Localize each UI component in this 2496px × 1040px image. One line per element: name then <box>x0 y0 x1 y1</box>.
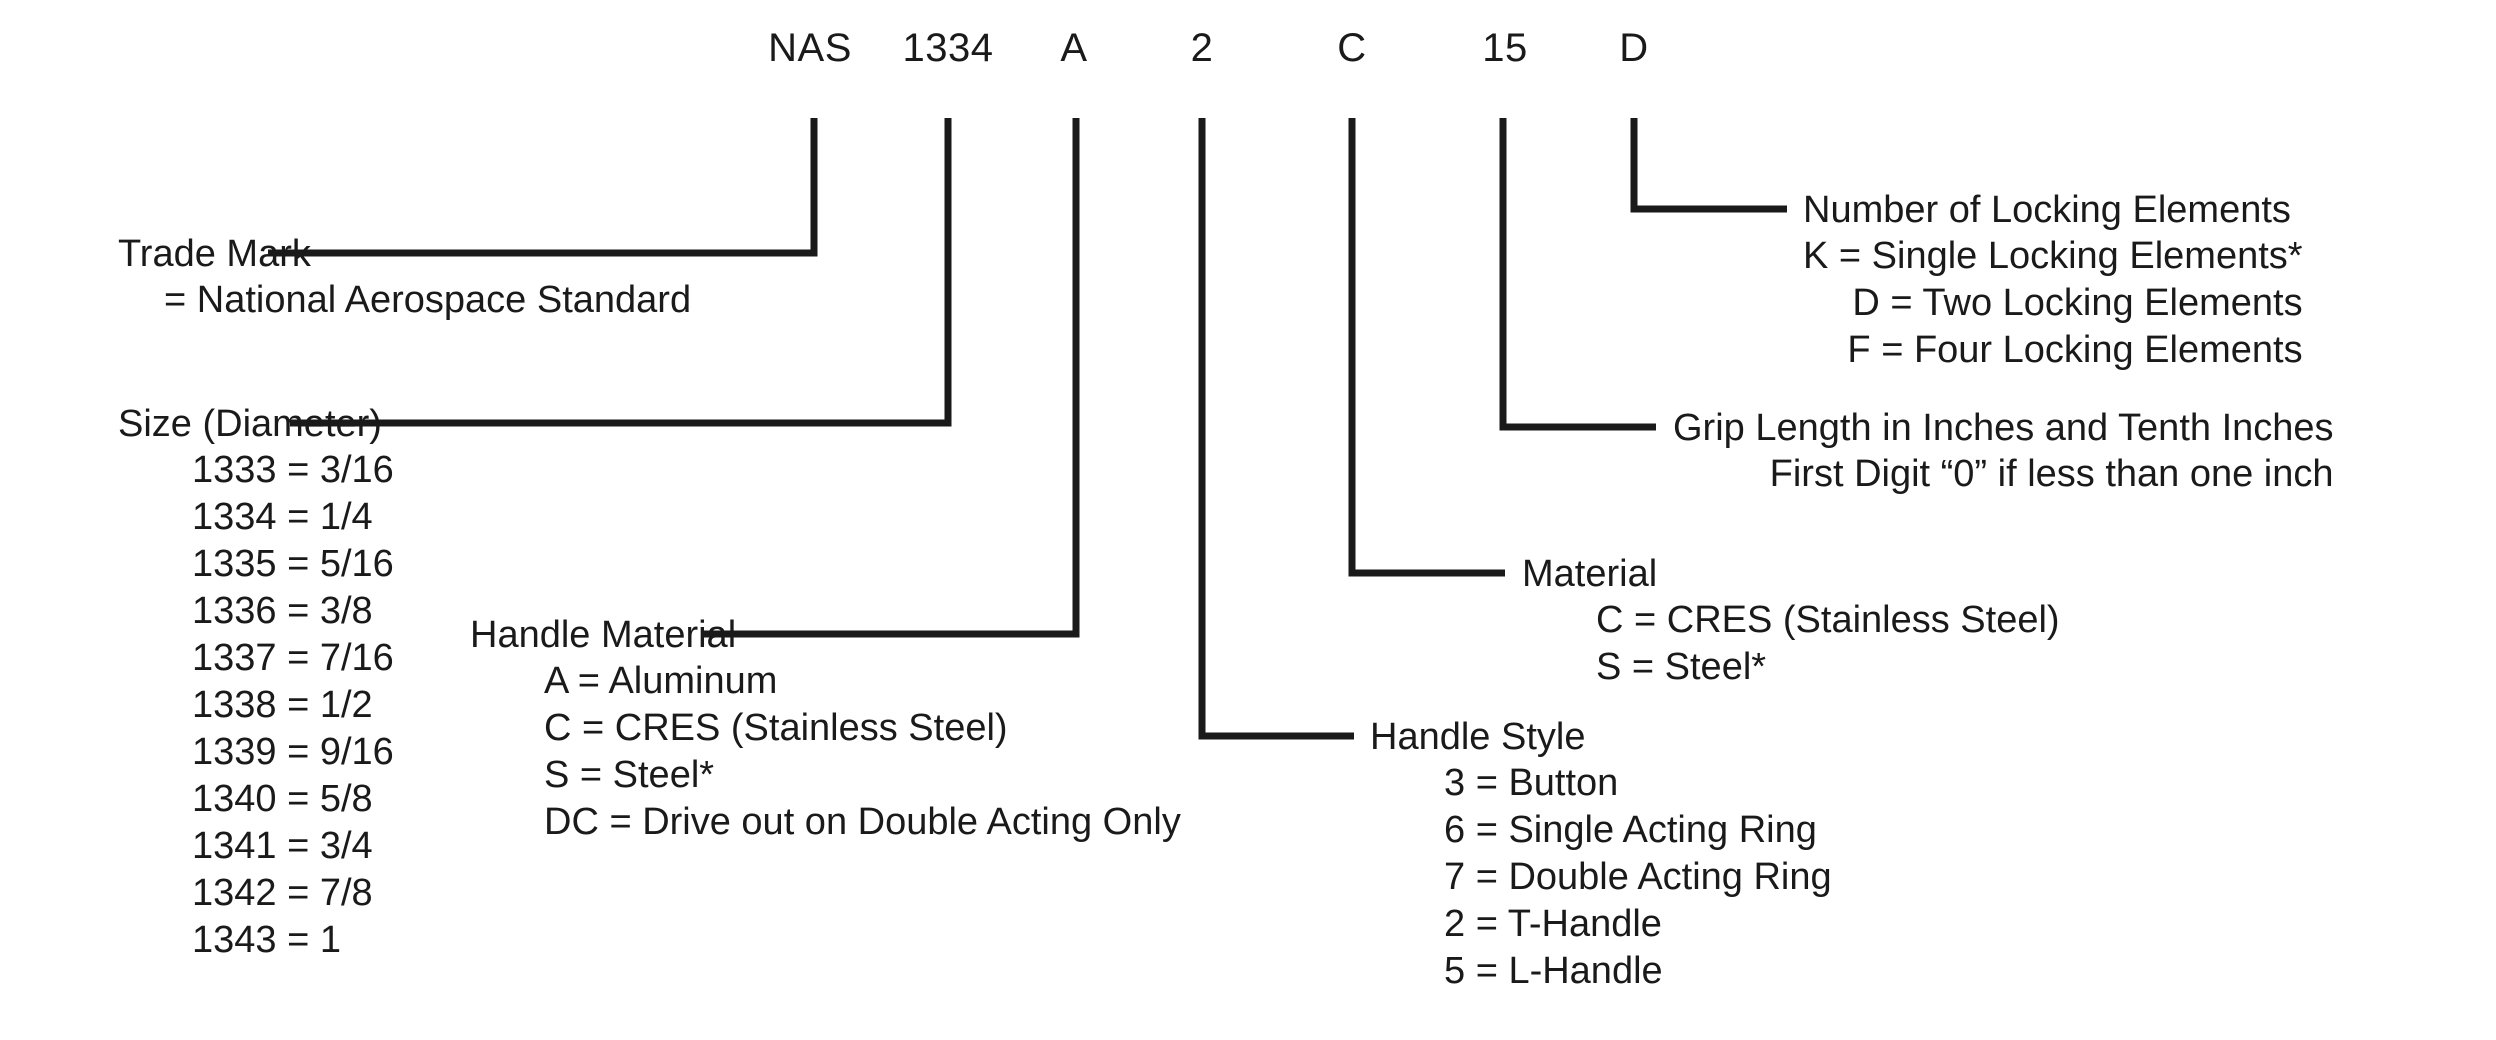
callout-size-diameter: Size (Diameter) 1333 = 3/16 1334 = 1/4 1… <box>118 401 394 964</box>
callout-handle-material-title: Handle Material <box>470 614 737 656</box>
callout-trade-mark-options: = National Aerospace Standard <box>118 277 691 324</box>
code-segment-size: 1334 <box>902 26 994 70</box>
callout-material-options: C = CRES (Stainless Steel) S = Steel* <box>1522 597 2060 691</box>
leader-line-handle-style <box>1198 118 1354 740</box>
code-segment-grip-length: 15 <box>1482 26 1528 70</box>
callout-handle-style: Handle Style 3 = Button 6 = Single Actin… <box>1370 714 1832 995</box>
callout-size-diameter-options: 1333 = 3/16 1334 = 1/4 1335 = 5/16 1336 … <box>118 447 394 964</box>
code-segment-locking-elements: D <box>1619 26 1649 70</box>
code-segment-handle-material: A <box>1060 26 1088 70</box>
option-item: First Digit “0” if less than one inch <box>1769 453 2334 495</box>
callout-size-diameter-title: Size (Diameter) <box>118 403 382 445</box>
callout-trade-mark-title: Trade Mark <box>118 233 311 275</box>
option-item: 1334 = 1/4 <box>192 496 373 538</box>
option-item: 6 = Single Acting Ring <box>1444 809 1817 851</box>
option-item: A = Aluminum <box>544 660 778 702</box>
leader-line-handle-material <box>703 118 1080 638</box>
part-number-code-row: NAS 1334 A 2 C 15 D <box>0 20 2496 80</box>
option-item: 7 = Double Acting Ring <box>1444 856 1832 898</box>
option-item: 1342 = 7/8 <box>192 872 373 914</box>
code-segment-handle-style: 2 <box>1190 26 1214 70</box>
option-item: D = Two Locking Elements <box>1852 282 2303 324</box>
option-item: S = Steel* <box>1596 646 1767 688</box>
callout-grip-length-title: Grip Length in Inches and Tenth Inches <box>1673 407 2334 449</box>
option-item: C = CRES (Stainless Steel) <box>544 707 1008 749</box>
option-item: = National Aerospace Standard <box>164 279 692 321</box>
leader-line-size <box>290 118 952 427</box>
callout-material: Material C = CRES (Stainless Steel) S = … <box>1522 551 2060 691</box>
option-item: 1333 = 3/16 <box>192 449 394 491</box>
leader-line-trade-mark <box>268 118 818 257</box>
callout-handle-style-options: 3 = Button 6 = Single Acting Ring 7 = Do… <box>1370 760 1832 995</box>
option-item: 1337 = 7/16 <box>192 637 394 679</box>
option-item: 2 = T-Handle <box>1444 903 1662 945</box>
callout-locking-elements-title: Number of Locking Elements <box>1803 189 2291 231</box>
code-segment-material: C <box>1337 26 1367 70</box>
option-item: 1340 = 5/8 <box>192 778 373 820</box>
callout-handle-material: Handle Material A = Aluminum C = CRES (S… <box>470 612 1181 846</box>
option-item: F = Four Locking Elements <box>1847 329 2303 371</box>
option-item: 1341 = 3/4 <box>192 825 373 867</box>
leader-line-grip-length <box>1499 118 1656 431</box>
callout-handle-material-options: A = Aluminum C = CRES (Stainless Steel) … <box>470 658 1181 846</box>
option-item: C = CRES (Stainless Steel) <box>1596 599 2060 641</box>
option-item: 1335 = 5/16 <box>192 543 394 585</box>
callout-grip-length-options: First Digit “0” if less than one inch <box>1673 451 2334 498</box>
option-item: 1339 = 9/16 <box>192 731 394 773</box>
option-item: 5 = L-Handle <box>1444 950 1663 992</box>
option-item: 1343 = 1 <box>192 919 341 961</box>
callout-grip-length: Grip Length in Inches and Tenth Inches F… <box>1673 405 2334 498</box>
leader-line-material <box>1348 118 1505 577</box>
callout-material-title: Material <box>1522 553 1658 595</box>
option-item: 1336 = 3/8 <box>192 590 373 632</box>
option-item: DC = Drive out on Double Acting Only <box>544 801 1181 843</box>
option-item: 1338 = 1/2 <box>192 684 373 726</box>
callout-trade-mark: Trade Mark = National Aerospace Standard <box>118 231 691 324</box>
option-item: 3 = Button <box>1444 762 1619 804</box>
code-segment-trade-mark: NAS <box>768 26 852 70</box>
leader-line-locking-elements <box>1630 118 1787 213</box>
option-item: K = Single Locking Elements* <box>1803 235 2303 277</box>
callout-locking-elements: Number of Locking Elements K = Single Lo… <box>1803 187 2303 374</box>
option-item: S = Steel* <box>544 754 715 796</box>
callout-locking-elements-options: K = Single Locking Elements* D = Two Loc… <box>1803 233 2303 374</box>
callout-handle-style-title: Handle Style <box>1370 716 1586 758</box>
